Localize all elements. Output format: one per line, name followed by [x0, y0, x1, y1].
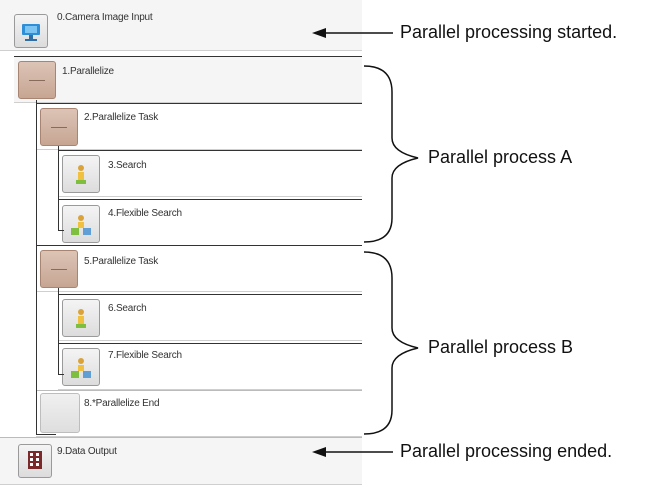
flow-row-search-b[interactable]	[58, 294, 362, 341]
row-separator	[36, 103, 362, 104]
tree-connector	[36, 100, 37, 434]
annotation-started: Parallel processing started.	[400, 22, 618, 42]
search-icon[interactable]	[62, 299, 100, 337]
row-separator	[36, 245, 362, 246]
unit-label-parallelize-task-a: 2.Parallelize Task	[84, 112, 159, 123]
row-separator	[0, 437, 362, 438]
annotation-process-a: Parallel process A	[428, 147, 573, 167]
tree-connector	[58, 230, 64, 231]
unit-label-camera-image-input: 0.Camera Image Input	[57, 12, 153, 23]
camera-icon[interactable]	[14, 14, 48, 48]
flow-row-parallelize-task-a[interactable]	[36, 103, 362, 150]
tree-connector	[58, 374, 64, 375]
processing-flow-panel: 0.Camera Image Input 1.Parallelize 2.Par…	[0, 0, 362, 485]
unit-label-parallelize-end: 8.*Parallelize End	[84, 398, 160, 409]
unit-label-parallelize: 1.Parallelize	[62, 66, 114, 77]
search-icon[interactable]	[62, 155, 100, 193]
brace-process-b	[363, 251, 419, 435]
tree-connector	[58, 146, 59, 230]
flexible-search-icon[interactable]	[62, 205, 100, 243]
annotation-process-b: Parallel process B	[428, 337, 574, 357]
tree-connector	[58, 288, 59, 374]
flow-row-parallelize-end[interactable]	[36, 390, 362, 437]
flow-row-search-a[interactable]	[58, 150, 362, 197]
brace-process-a	[363, 65, 419, 243]
unit-label-parallelize-task-b: 5.Parallelize Task	[84, 256, 159, 267]
unit-label-search-a: 3.Search	[108, 160, 147, 171]
row-separator	[58, 343, 362, 344]
annotation-ended: Parallel processing ended.	[400, 441, 613, 461]
end-arrow	[312, 447, 393, 457]
unit-label-search-b: 6.Search	[108, 303, 147, 314]
unit-label-flexible-search-a: 4.Flexible Search	[108, 208, 182, 219]
parallelize-icon[interactable]	[18, 61, 56, 99]
row-separator	[58, 294, 362, 295]
row-separator	[14, 56, 362, 57]
flexible-search-icon[interactable]	[62, 348, 100, 386]
parallelize-task-icon[interactable]	[40, 108, 78, 146]
flow-row-flexible-search-b[interactable]	[58, 343, 362, 390]
flow-row-camera-image-input[interactable]	[0, 0, 362, 51]
parallelize-end-icon[interactable]	[40, 393, 80, 433]
tree-connector	[36, 434, 56, 435]
unit-label-data-output: 9.Data Output	[57, 446, 117, 457]
row-separator	[58, 199, 362, 200]
flow-row-parallelize[interactable]	[14, 56, 362, 103]
start-arrow	[312, 28, 393, 38]
parallelize-task-icon[interactable]	[40, 250, 78, 288]
row-separator	[58, 150, 362, 151]
flow-row-parallelize-task-b[interactable]	[36, 245, 362, 292]
row-separator	[36, 390, 362, 391]
unit-label-flexible-search-b: 7.Flexible Search	[108, 350, 182, 361]
data-output-icon[interactable]	[18, 444, 52, 478]
